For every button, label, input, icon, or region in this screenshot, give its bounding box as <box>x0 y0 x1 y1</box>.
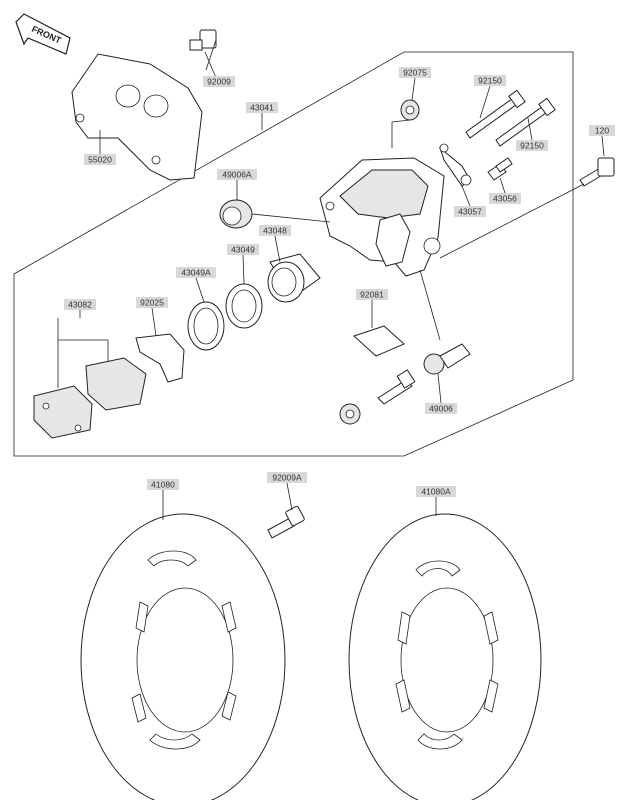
label-92081: 92081 <box>356 289 388 300</box>
svg-text:92150: 92150 <box>478 76 502 86</box>
label-92009A: 92009A <box>267 472 307 483</box>
svg-text:92075: 92075 <box>403 68 427 78</box>
bleeder-valve <box>487 157 513 181</box>
label-43049: 43049 <box>227 244 259 255</box>
label-92150-a: 92150 <box>474 75 506 86</box>
label-43082: 43082 <box>64 299 96 310</box>
label-43057: 43057 <box>454 206 486 217</box>
slide-pin <box>423 343 471 375</box>
brake-disc-drilled <box>80 513 286 800</box>
svg-text:92009: 92009 <box>207 77 231 87</box>
caliper-assembly-outline <box>13 51 574 457</box>
svg-text:41080: 41080 <box>151 480 175 490</box>
svg-text:55020: 55020 <box>88 155 112 165</box>
dust-boot <box>219 199 253 229</box>
svg-text:92009A: 92009A <box>272 473 302 483</box>
svg-text:43049: 43049 <box>231 245 255 255</box>
svg-text:49006: 49006 <box>429 404 453 414</box>
caliper-bracket <box>71 53 203 181</box>
svg-text:41080A: 41080A <box>421 487 451 497</box>
label-92025: 92025 <box>136 297 168 308</box>
svg-text:49006A: 49006A <box>222 170 252 180</box>
svg-text:120: 120 <box>595 126 609 136</box>
svg-text:43041: 43041 <box>250 103 274 113</box>
caliper-bolt <box>579 157 615 187</box>
piston <box>267 253 321 303</box>
svg-text:43049A: 43049A <box>181 268 211 278</box>
svg-text:43057: 43057 <box>458 207 482 217</box>
label-43056: 43056 <box>489 193 521 204</box>
svg-text:43056: 43056 <box>493 194 517 204</box>
label-120: 120 <box>589 125 615 136</box>
label-49006: 49006 <box>425 403 457 414</box>
label-43041: 43041 <box>246 102 278 113</box>
label-41080: 41080 <box>147 479 179 490</box>
washer <box>339 403 361 425</box>
pad-pin-2 <box>495 97 556 147</box>
label-92150-b: 92150 <box>516 140 548 151</box>
svg-text:92025: 92025 <box>140 298 164 308</box>
svg-text:92150: 92150 <box>520 141 544 151</box>
dust-seal <box>187 301 225 351</box>
label-43049A: 43049A <box>176 267 216 278</box>
caliper-body <box>319 157 445 277</box>
label-92075: 92075 <box>399 67 431 78</box>
svg-text:43048: 43048 <box>263 226 287 236</box>
bracket-bolt <box>189 29 217 71</box>
pad-spring <box>438 143 472 187</box>
bleeder-cap <box>400 99 420 121</box>
svg-text:43082: 43082 <box>68 300 92 310</box>
brake-disc-plain <box>348 513 542 800</box>
svg-text:92081: 92081 <box>360 290 384 300</box>
pad-shim <box>135 333 185 383</box>
disc-screw <box>267 505 305 539</box>
label-55020: 55020 <box>84 154 116 165</box>
label-92009: 92009 <box>203 76 235 87</box>
piston-seal <box>225 283 263 329</box>
pad-clip <box>353 300 405 357</box>
label-43048: 43048 <box>259 225 291 236</box>
label-49006A: 49006A <box>217 169 257 180</box>
front-arrow-icon: FRONT <box>15 13 71 55</box>
brake-pad-set <box>33 318 147 439</box>
label-41080A: 41080A <box>416 486 456 497</box>
pad-pin <box>465 89 526 139</box>
slide-bolt <box>377 369 416 405</box>
